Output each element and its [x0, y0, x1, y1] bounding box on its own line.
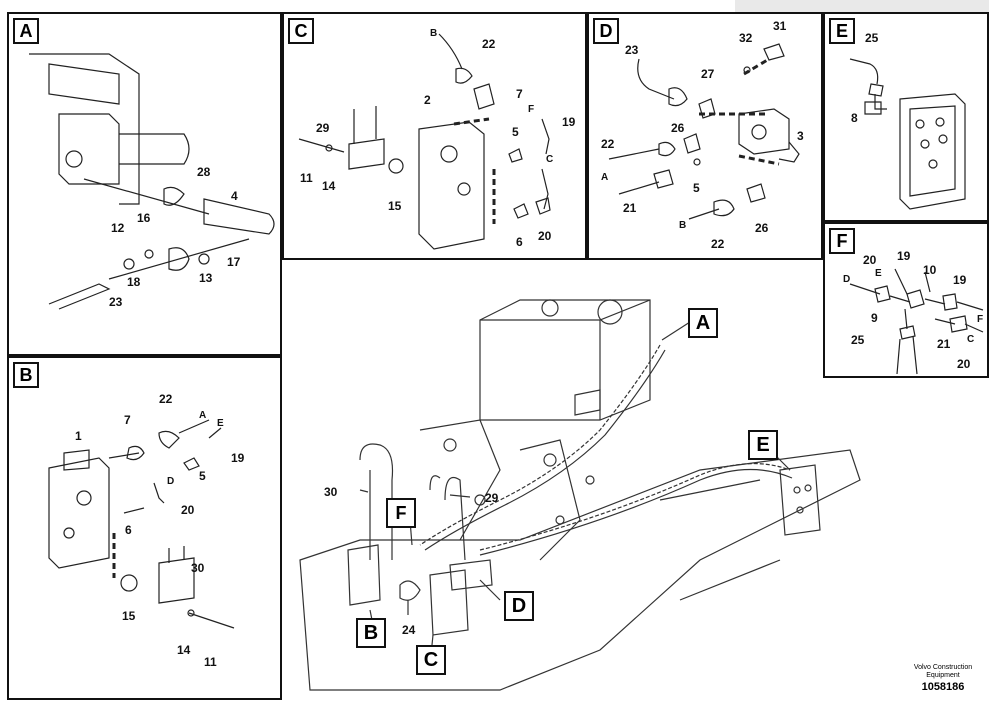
label-29: 29	[485, 491, 499, 505]
label-1: 1	[75, 429, 82, 443]
label-25: 25	[851, 333, 865, 347]
label-14: 14	[177, 643, 191, 657]
label-e: E	[875, 268, 882, 279]
panel-d-letter: D	[593, 18, 619, 44]
label-23: 23	[625, 43, 639, 57]
panel-b-letter: B	[13, 362, 39, 388]
label-20: 20	[181, 503, 195, 517]
label-5: 5	[693, 181, 700, 195]
panel-e: E 25 8	[823, 12, 989, 222]
label-20: 20	[863, 253, 877, 267]
panel-c: C B 22 7 F 19 2	[282, 12, 587, 260]
label-7: 7	[516, 87, 523, 101]
label-3: 3	[797, 129, 804, 143]
label-4: 4	[231, 189, 238, 203]
label-21: 21	[937, 337, 951, 351]
label-15: 15	[388, 199, 402, 213]
label-14: 14	[322, 179, 336, 193]
label-f: F	[528, 104, 534, 115]
label-8: 8	[851, 111, 858, 125]
label-10: 10	[923, 263, 937, 277]
label-19: 19	[897, 249, 911, 263]
label-d: D	[167, 476, 174, 487]
label-24: 24	[402, 623, 416, 637]
label-11: 11	[300, 171, 313, 185]
label-21: 21	[623, 201, 637, 215]
label-16: 16	[137, 211, 151, 225]
label-c: C	[967, 334, 974, 345]
footer-line-1: Volvo Construction	[913, 664, 973, 671]
panel-f-drawing: 20 19 10 19 D E F 9 25 21 C 20	[843, 249, 984, 375]
label-5: 5	[199, 469, 206, 483]
label-28: 28	[197, 165, 211, 179]
label-30: 30	[191, 561, 205, 575]
label-a: A	[601, 172, 608, 183]
panel-e-drawing: 25 8	[849, 31, 966, 210]
label-30: 30	[324, 485, 338, 499]
label-22: 22	[601, 137, 615, 151]
callout-e: E	[748, 430, 778, 460]
label-13: 13	[199, 271, 213, 285]
label-27: 27	[701, 67, 715, 81]
label-12: 12	[111, 221, 125, 235]
label-22: 22	[482, 37, 496, 51]
panel-b: B 1 7 22 A E 19	[7, 356, 282, 700]
panel-a-letter: A	[13, 18, 39, 44]
label-32: 32	[739, 31, 753, 45]
label-5: 5	[512, 125, 519, 139]
drawing-number: 1058186	[921, 681, 965, 693]
panel-b-drawing: 1 7 22 A E 19 5 D 20 6 30 15 14 11	[48, 392, 245, 669]
label-6: 6	[125, 523, 132, 537]
label-20: 20	[538, 229, 552, 243]
label-f: F	[977, 314, 983, 325]
panel-d-drawing: 23 32 31 27 3 22 26 A 5 21 B 22 26	[601, 19, 804, 251]
label-11: 11	[204, 655, 217, 669]
label-d: D	[843, 274, 850, 285]
label-a: A	[199, 410, 206, 421]
label-19b: 19	[953, 273, 967, 287]
label-7: 7	[124, 413, 131, 427]
label-25: 25	[865, 31, 879, 45]
label-c: C	[546, 154, 553, 165]
label-2: 2	[424, 93, 431, 107]
label-29: 29	[316, 121, 330, 135]
panel-a-drawing: 28 4 16 12 17 18 13 23	[29, 53, 275, 310]
callout-a: A	[688, 308, 718, 338]
label-23: 23	[109, 295, 123, 309]
label-19: 19	[562, 115, 576, 129]
callout-c: C	[416, 645, 446, 675]
callout-d: D	[504, 591, 534, 621]
footer-brand: Volvo Construction Equipment 1058186	[903, 664, 983, 694]
panel-e-letter: E	[829, 18, 855, 44]
label-19: 19	[231, 451, 245, 465]
panel-f-letter: F	[829, 228, 855, 254]
label-15: 15	[122, 609, 136, 623]
label-26b: 26	[755, 221, 769, 235]
label-31: 31	[773, 19, 787, 33]
panel-c-letter: C	[288, 18, 314, 44]
callout-f-main: F	[386, 498, 416, 528]
panel-a: A 28 4 16 12 17 18 13 23	[7, 12, 282, 356]
label-b: B	[430, 28, 437, 39]
footer-line-2: Equipment	[926, 672, 960, 679]
label-9: 9	[871, 311, 878, 325]
label-22b: 22	[711, 237, 725, 251]
label-6: 6	[516, 235, 523, 249]
label-18: 18	[127, 275, 141, 289]
label-26: 26	[671, 121, 685, 135]
label-22: 22	[159, 392, 173, 406]
label-20b: 20	[957, 357, 971, 371]
panel-f: F 20 19 10 19 D E F 9 25	[823, 222, 989, 378]
panel-d: D 23 32 31 27	[587, 12, 823, 260]
label-17: 17	[227, 255, 241, 269]
label-b: B	[679, 220, 686, 231]
callout-b: B	[356, 618, 386, 648]
panel-c-drawing: B 22 7 F 19 2 29 5 C 11 14 15 6 20	[298, 28, 576, 250]
label-e: E	[217, 418, 224, 429]
